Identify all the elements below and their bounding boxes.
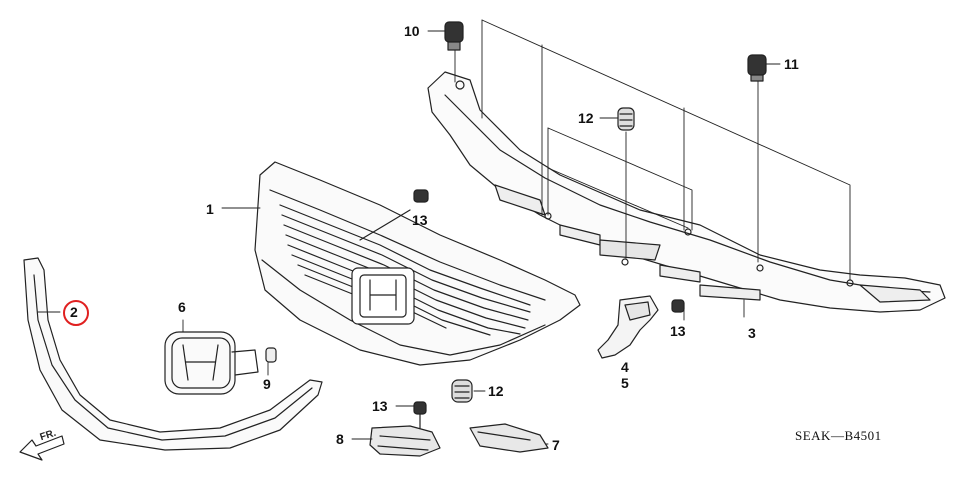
callout-13-grille: 13 [412, 212, 428, 228]
callout-12-lower: 12 [488, 383, 504, 399]
emblem-front-part-6[interactable] [164, 331, 259, 395]
screw-part-13-lower[interactable] [413, 401, 427, 429]
front-direction-arrow [19, 435, 65, 461]
clip-part-9[interactable] [265, 347, 277, 363]
highlight-circle [63, 300, 89, 326]
clip-part-12-upper[interactable] [617, 107, 635, 131]
screw-part-13-bracket[interactable] [671, 299, 685, 313]
callout-13-bracket: 13 [670, 323, 686, 339]
molding-part-2[interactable] [23, 257, 323, 451]
callout-6: 6 [178, 299, 186, 315]
callout-7: 7 [552, 437, 560, 453]
callout-11: 11 [784, 56, 799, 72]
callout-10: 10 [404, 23, 420, 39]
callout-12-upper: 12 [578, 110, 594, 126]
callout-3: 3 [748, 325, 756, 341]
callout-5: 5 [621, 375, 629, 391]
diagram-code: SEAK—B4501 [795, 428, 882, 443]
lower-emblem-part-8[interactable] [369, 425, 441, 457]
callout-8: 8 [336, 431, 344, 447]
bolt-part-11[interactable] [747, 54, 767, 82]
lower-emblem-part-7[interactable] [469, 423, 549, 453]
callout-2: 2 [70, 304, 78, 320]
screw-part-13-grille[interactable] [359, 189, 429, 241]
clip-part-12-lower[interactable] [451, 379, 473, 403]
bolt-part-10[interactable] [444, 21, 464, 51]
callout-9: 9 [263, 376, 271, 392]
bracket-part-4-5[interactable] [597, 295, 659, 359]
leader-lines-upper [454, 19, 851, 281]
callout-leaders [37, 30, 781, 445]
grille-part-1[interactable] [254, 161, 581, 366]
callout-13-lower: 13 [372, 398, 388, 414]
callout-4: 4 [621, 359, 629, 375]
callout-1: 1 [206, 201, 214, 217]
